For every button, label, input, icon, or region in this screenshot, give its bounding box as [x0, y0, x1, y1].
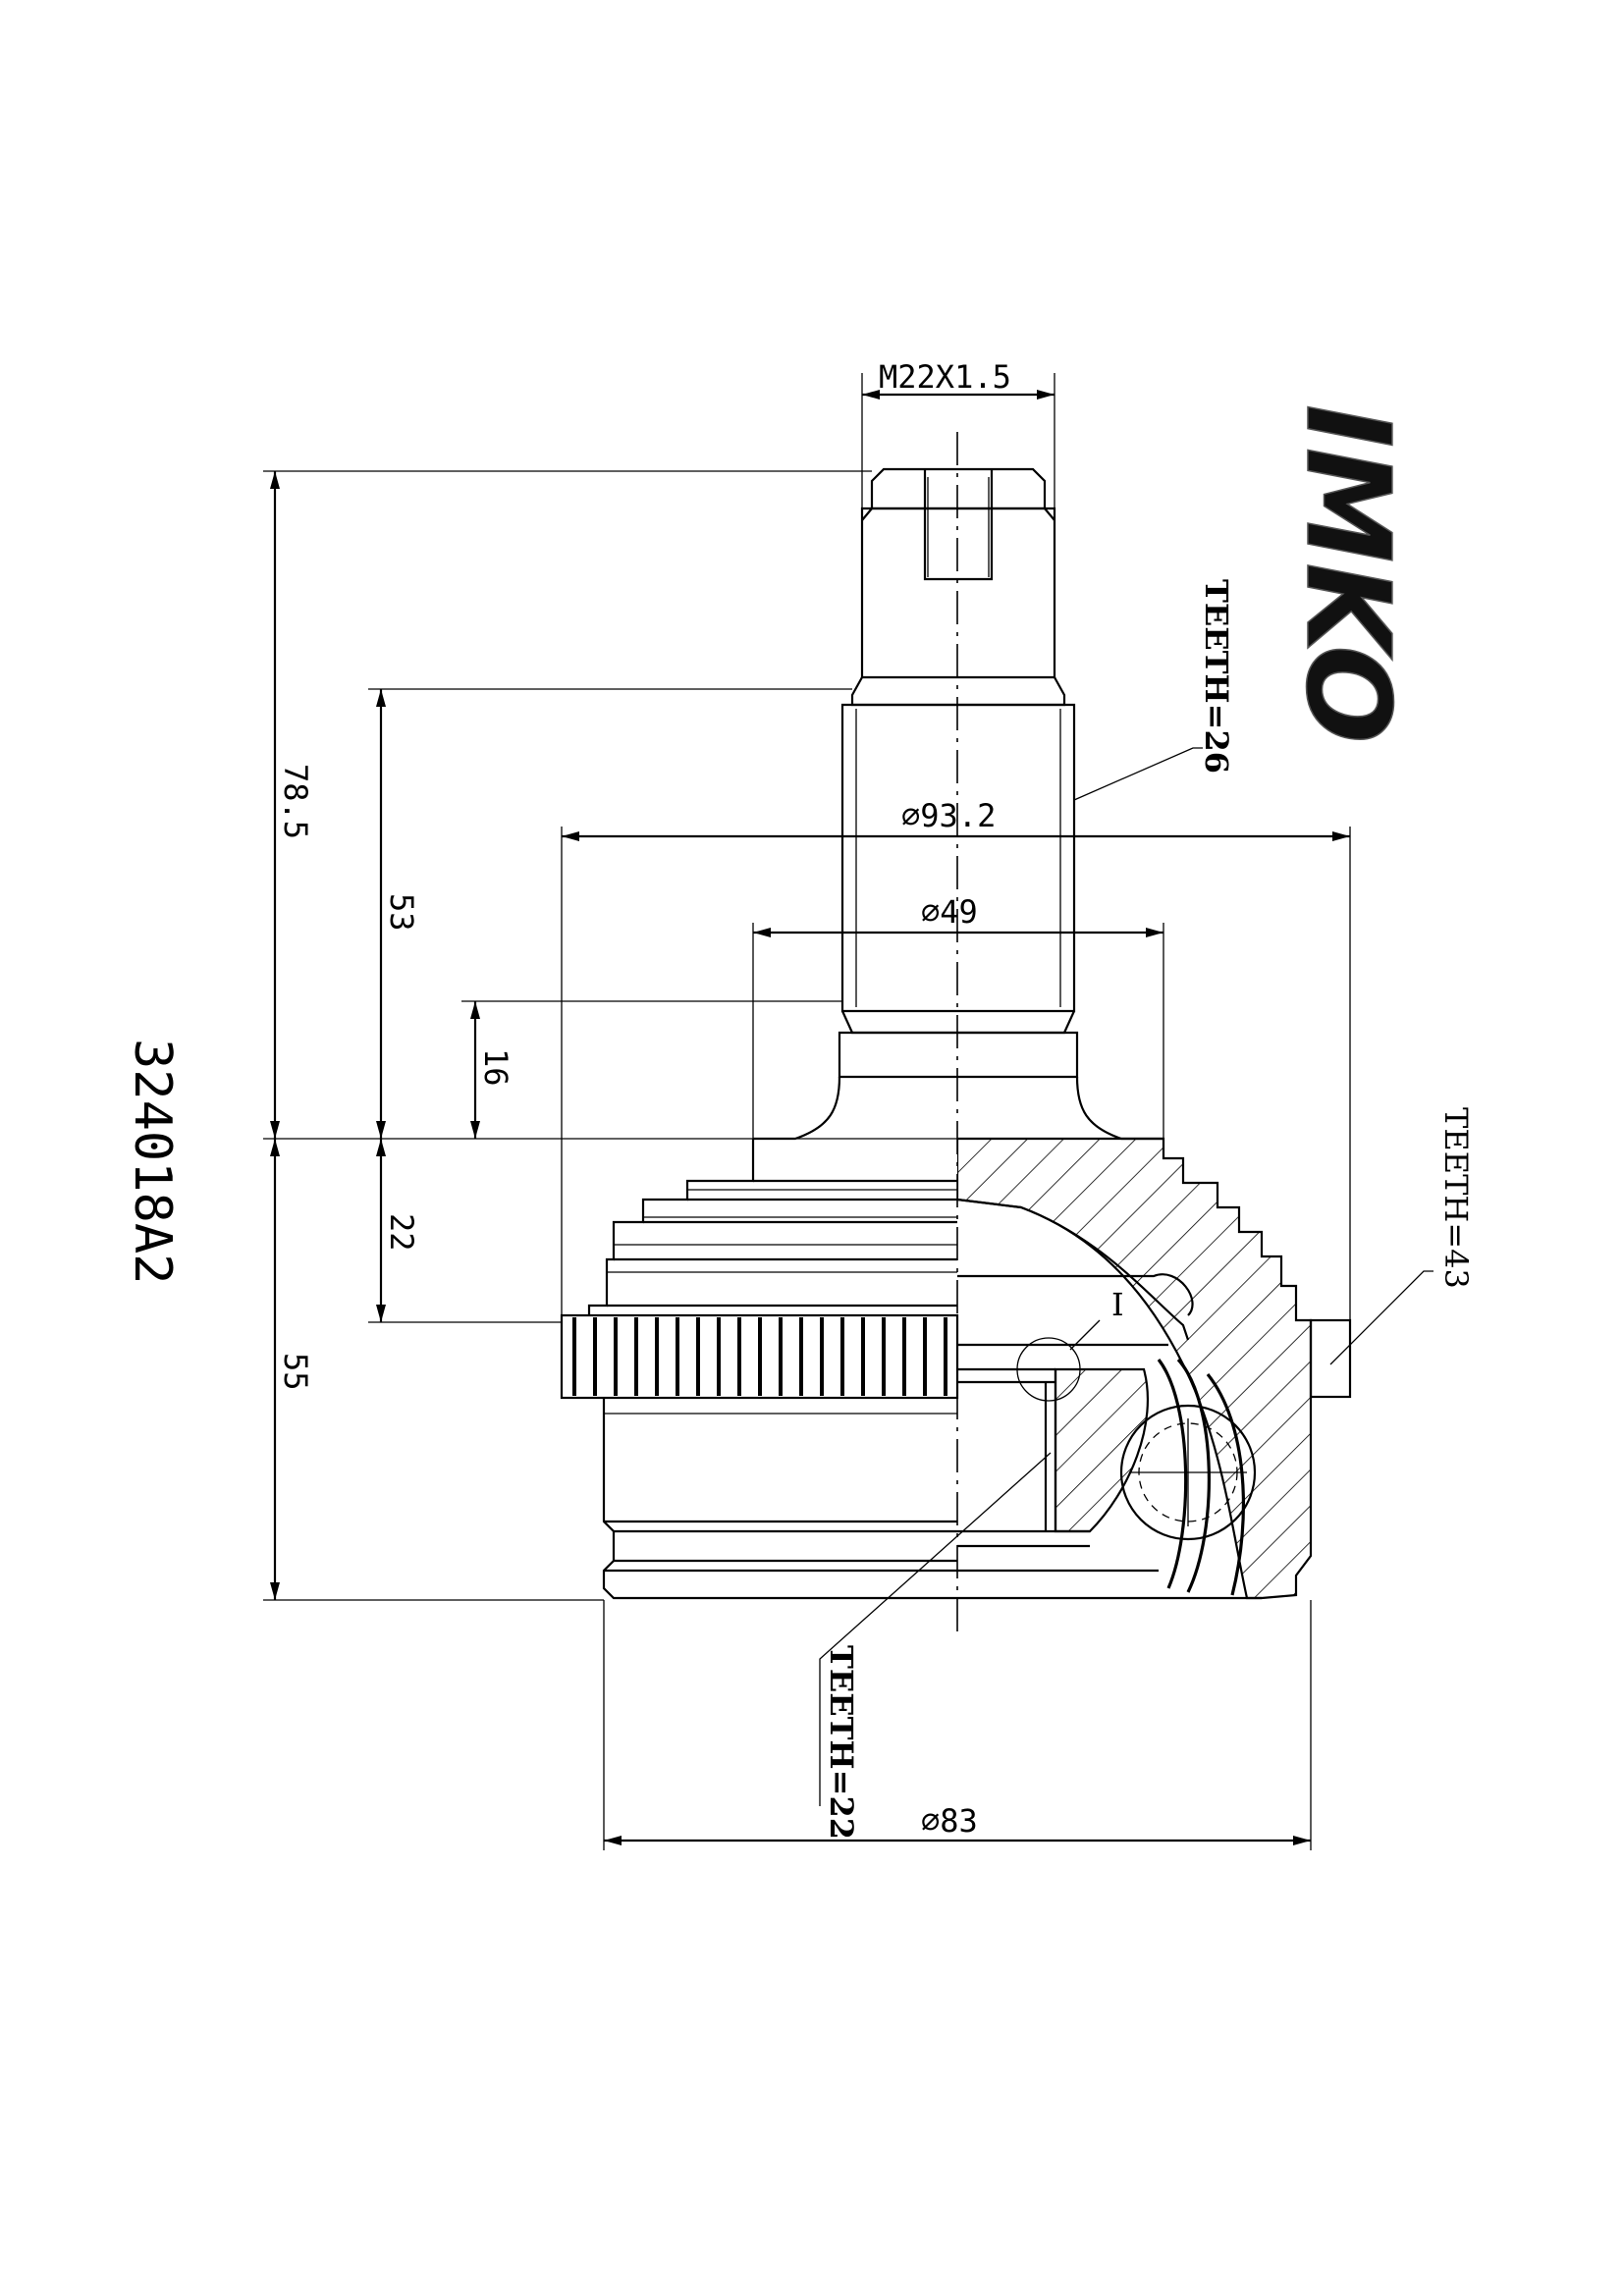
length-bell-label: 22 — [383, 1213, 420, 1252]
length-housing-label: 55 — [277, 1353, 314, 1391]
body-diameter-label: ⌀83 — [921, 1802, 978, 1840]
housing-body — [602, 1398, 957, 1600]
cross-section — [957, 1137, 1352, 1600]
detail-mark: I — [1111, 1286, 1124, 1323]
shaft-shoulder — [753, 1031, 1163, 1141]
threaded-stub — [850, 467, 1066, 707]
bell-housing-exterior — [587, 1139, 957, 1315]
teeth-shaft-label: TEETH=26 — [1198, 579, 1235, 774]
detail-circle — [1016, 1337, 1081, 1402]
abs-tone-ring — [560, 1313, 959, 1400]
splined-shaft — [840, 703, 1076, 1035]
teeth-ring-label: TEETH=43 — [1437, 1107, 1475, 1289]
length-total-label: 78.5 — [277, 764, 314, 839]
length-shoulder-label: 16 — [477, 1048, 514, 1087]
outer-diameter-label: ⌀93.2 — [901, 797, 996, 834]
length-shaft-label: 53 — [383, 893, 420, 932]
brand-logo: IMKO — [1279, 403, 1417, 744]
thread-label: M22X1.5 — [879, 358, 1011, 396]
part-number: 324018A2 — [123, 1039, 182, 1284]
teeth-inner-label: TEETH=22 — [823, 1645, 860, 1840]
dimension-lines — [263, 373, 1434, 1850]
inner-diameter-label: ⌀49 — [921, 893, 978, 931]
svg-text:IMKO: IMKO — [1280, 404, 1416, 744]
